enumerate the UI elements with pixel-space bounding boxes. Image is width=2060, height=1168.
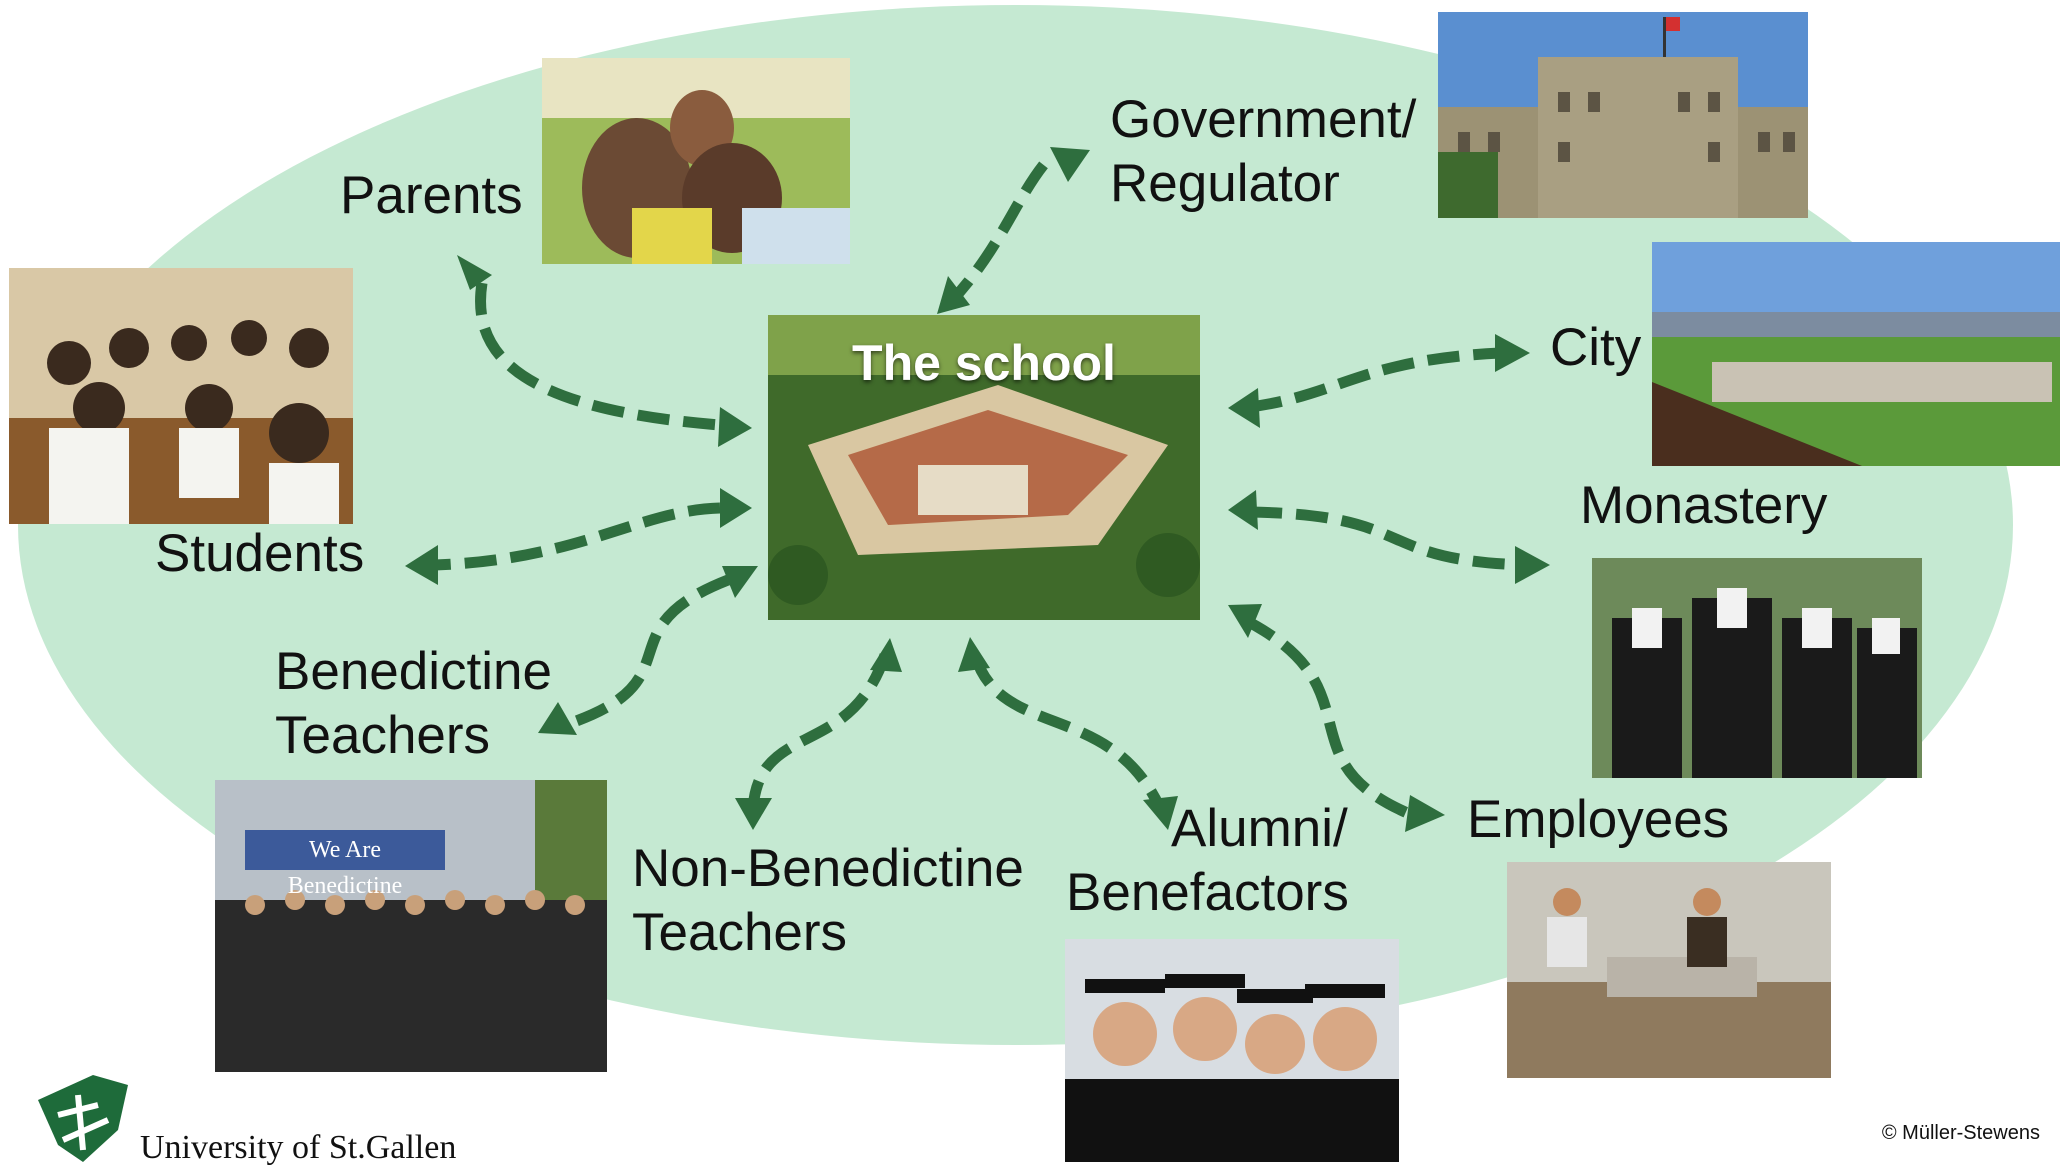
city-photo — [1652, 242, 2060, 466]
label-monastery: Monastery — [1580, 476, 1828, 535]
employees-photo — [1507, 862, 1831, 1078]
monastery-nuns-photo — [1592, 558, 1922, 778]
label-nonbenedictine-line1: Non-Benedictine — [632, 839, 1024, 898]
label-alumni-line1: Alumni/ — [1171, 799, 1348, 858]
label-alumni: Alumni/ Benefactors — [1066, 797, 1349, 925]
government-photo — [1438, 12, 1808, 218]
label-government-line2: Regulator — [1110, 154, 1340, 213]
university-logo-icon — [38, 1075, 128, 1162]
label-parents: Parents — [340, 166, 523, 225]
benedictine-banner-text: We Are Benedictine — [287, 837, 403, 899]
university-name: University of St.Gallen — [140, 1129, 457, 1166]
label-students: Students — [155, 524, 365, 583]
label-alumni-line2: Benefactors — [1066, 863, 1349, 922]
alumni-graduates-photo — [1065, 939, 1399, 1162]
students-photo — [9, 268, 353, 524]
benedictine-teachers-photo: We Are Benedictine — [215, 780, 607, 1072]
label-government: Government/ Regulator — [1110, 88, 1416, 216]
label-employees: Employees — [1467, 790, 1730, 849]
school-photo: The school — [768, 315, 1200, 620]
label-benedictine-line2: Teachers — [275, 706, 491, 765]
label-government-line1: Government/ — [1110, 90, 1417, 149]
label-nonbenedictine-line2: Teachers — [632, 903, 848, 962]
label-benedictine-teachers: Benedictine Teachers — [275, 640, 552, 768]
parents-photo — [542, 58, 850, 264]
school-title: The school — [852, 335, 1116, 391]
copyright-text: © Müller-Stewens — [1881, 1122, 2040, 1144]
label-benedictine-line1: Benedictine — [275, 642, 552, 701]
label-city: City — [1550, 318, 1642, 377]
label-nonbenedictine-teachers: Non-Benedictine Teachers — [632, 837, 1024, 965]
